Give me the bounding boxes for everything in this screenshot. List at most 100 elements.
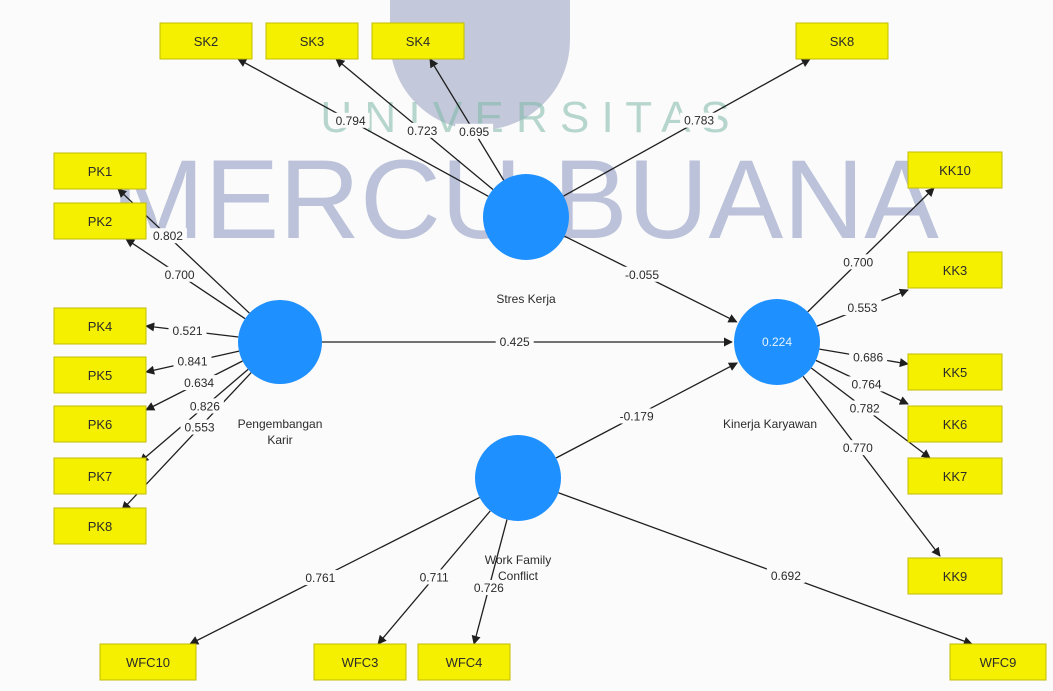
indicator-pk2[interactable]: PK2	[53, 202, 147, 240]
indicator-sk3[interactable]: SK3	[265, 22, 359, 60]
indicator-pk4[interactable]: PK4	[53, 307, 147, 345]
loading-label-sk3-text: 0.723	[407, 124, 437, 138]
loading-label-pk8-text: 0.553	[185, 421, 215, 435]
indicator-kk5[interactable]: KK5	[907, 353, 1003, 391]
loading-label-pk1: 0.802	[148, 228, 187, 244]
loading-label-kk7-text: 0.782	[850, 401, 880, 415]
indicator-box[interactable]	[53, 405, 147, 443]
loading-label-kk7-bg	[845, 400, 884, 416]
indicator-label: PK1	[88, 164, 113, 179]
loading-label-pk2-bg	[160, 266, 199, 282]
indicator-sk4[interactable]: SK4	[371, 22, 465, 60]
watermark-line-1: U N I V E R S I T A S	[320, 93, 729, 142]
loading-label-sk2: 0.794	[331, 112, 370, 128]
indicator-pk1[interactable]: PK1	[53, 152, 147, 190]
indicator-kk10[interactable]: KK10	[907, 151, 1003, 189]
indicator-kk3[interactable]: KK3	[907, 251, 1003, 289]
latent-name-line: Karir	[267, 433, 292, 447]
loading-label-pk1-text: 0.802	[153, 229, 183, 243]
latent-stres[interactable]: Stres Kerja	[483, 174, 569, 306]
indicator-box[interactable]	[907, 151, 1003, 189]
indicator-sk8[interactable]: SK8	[795, 22, 889, 60]
loading-label-kk9: 0.770	[838, 440, 877, 456]
indicator-kk7[interactable]: KK7	[907, 457, 1003, 495]
indicator-label: PK2	[88, 214, 113, 229]
latent-circle[interactable]	[475, 435, 561, 521]
indicator-box[interactable]	[53, 507, 147, 545]
latent-name: Stres Kerja	[496, 292, 556, 306]
indicator-box[interactable]	[907, 353, 1003, 391]
path-coef-stres-kinerja-text: -0.055	[625, 268, 659, 282]
indicator-box[interactable]	[99, 643, 197, 681]
latent-name-line: Conflict	[498, 569, 539, 583]
indicator-pk6[interactable]: PK6	[53, 405, 147, 443]
loading-label-kk3-text: 0.553	[847, 301, 877, 315]
indicator-box[interactable]	[53, 307, 147, 345]
indicator-box[interactable]	[907, 405, 1003, 443]
indicator-box[interactable]	[53, 152, 147, 190]
indicator-box[interactable]	[53, 202, 147, 240]
loading-label-sk4-text: 0.695	[459, 125, 489, 139]
path-coef-wfc-kinerja: -0.179	[614, 408, 660, 424]
loading-label-pk7: 0.826	[185, 398, 224, 414]
indicator-wfc9[interactable]: WFC9	[949, 643, 1047, 681]
indicator-kk6[interactable]: KK6	[907, 405, 1003, 443]
indicator-label: WFC9	[980, 655, 1017, 670]
loading-label-kk10-text: 0.700	[843, 255, 873, 269]
indicator-box[interactable]	[907, 457, 1003, 495]
indicator-label: KK3	[943, 263, 968, 278]
indicator-label: SK3	[300, 34, 325, 49]
indicator-wfc3[interactable]: WFC3	[313, 643, 407, 681]
path-coef-stres-kinerja-bg	[619, 266, 665, 282]
loading-label-wfc10-bg	[301, 570, 340, 586]
loading-edge-sk4	[429, 58, 505, 181]
indicator-box[interactable]	[907, 251, 1003, 289]
loading-label-pk4-bg	[168, 322, 207, 338]
indicator-box[interactable]	[53, 356, 147, 394]
indicator-box[interactable]	[949, 643, 1047, 681]
indicator-label: SK4	[406, 34, 431, 49]
indicator-kk9[interactable]: KK9	[907, 557, 1003, 595]
indicator-label: KK7	[943, 469, 968, 484]
loading-label-sk8-bg	[680, 112, 719, 128]
latent-circle[interactable]	[238, 300, 322, 384]
indicator-box[interactable]	[313, 643, 407, 681]
indicator-label: PK7	[88, 469, 113, 484]
indicator-box[interactable]	[907, 557, 1003, 595]
loading-label-sk4: 0.695	[455, 123, 494, 139]
latent-circle[interactable]	[734, 299, 820, 385]
loading-label-sk3-bg	[403, 122, 442, 138]
loading-label-pk8: 0.553	[180, 419, 219, 435]
indicator-box[interactable]	[53, 457, 147, 495]
loading-label-sk2-text: 0.794	[336, 114, 366, 128]
indicator-sk2[interactable]: SK2	[159, 22, 253, 60]
indicator-wfc4[interactable]: WFC4	[417, 643, 511, 681]
latent-circle[interactable]	[483, 174, 569, 260]
loading-label-pk1-bg	[148, 228, 187, 244]
path-coef-karir-kinerja: 0.425	[495, 334, 534, 349]
indicator-box[interactable]	[371, 22, 465, 60]
path-coef-karir-kinerja-text: 0.425	[500, 335, 530, 349]
indicator-label: WFC10	[126, 655, 170, 670]
indicator-box[interactable]	[265, 22, 359, 60]
indicator-wfc10[interactable]: WFC10	[99, 643, 197, 681]
indicator-pk5[interactable]: PK5	[53, 356, 147, 394]
loading-label-kk9-bg	[838, 440, 877, 456]
indicator-box[interactable]	[795, 22, 889, 60]
indicator-box[interactable]	[417, 643, 511, 681]
indicator-pk8[interactable]: PK8	[53, 507, 147, 545]
loading-label-kk10-bg	[839, 254, 878, 270]
loading-label-pk5-text: 0.841	[177, 355, 207, 369]
indicator-box[interactable]	[159, 22, 253, 60]
indicator-label: KK9	[943, 569, 968, 584]
indicator-label: PK6	[88, 417, 113, 432]
indicator-pk7[interactable]: PK7	[53, 457, 147, 495]
loading-label-pk7-bg	[185, 398, 224, 414]
